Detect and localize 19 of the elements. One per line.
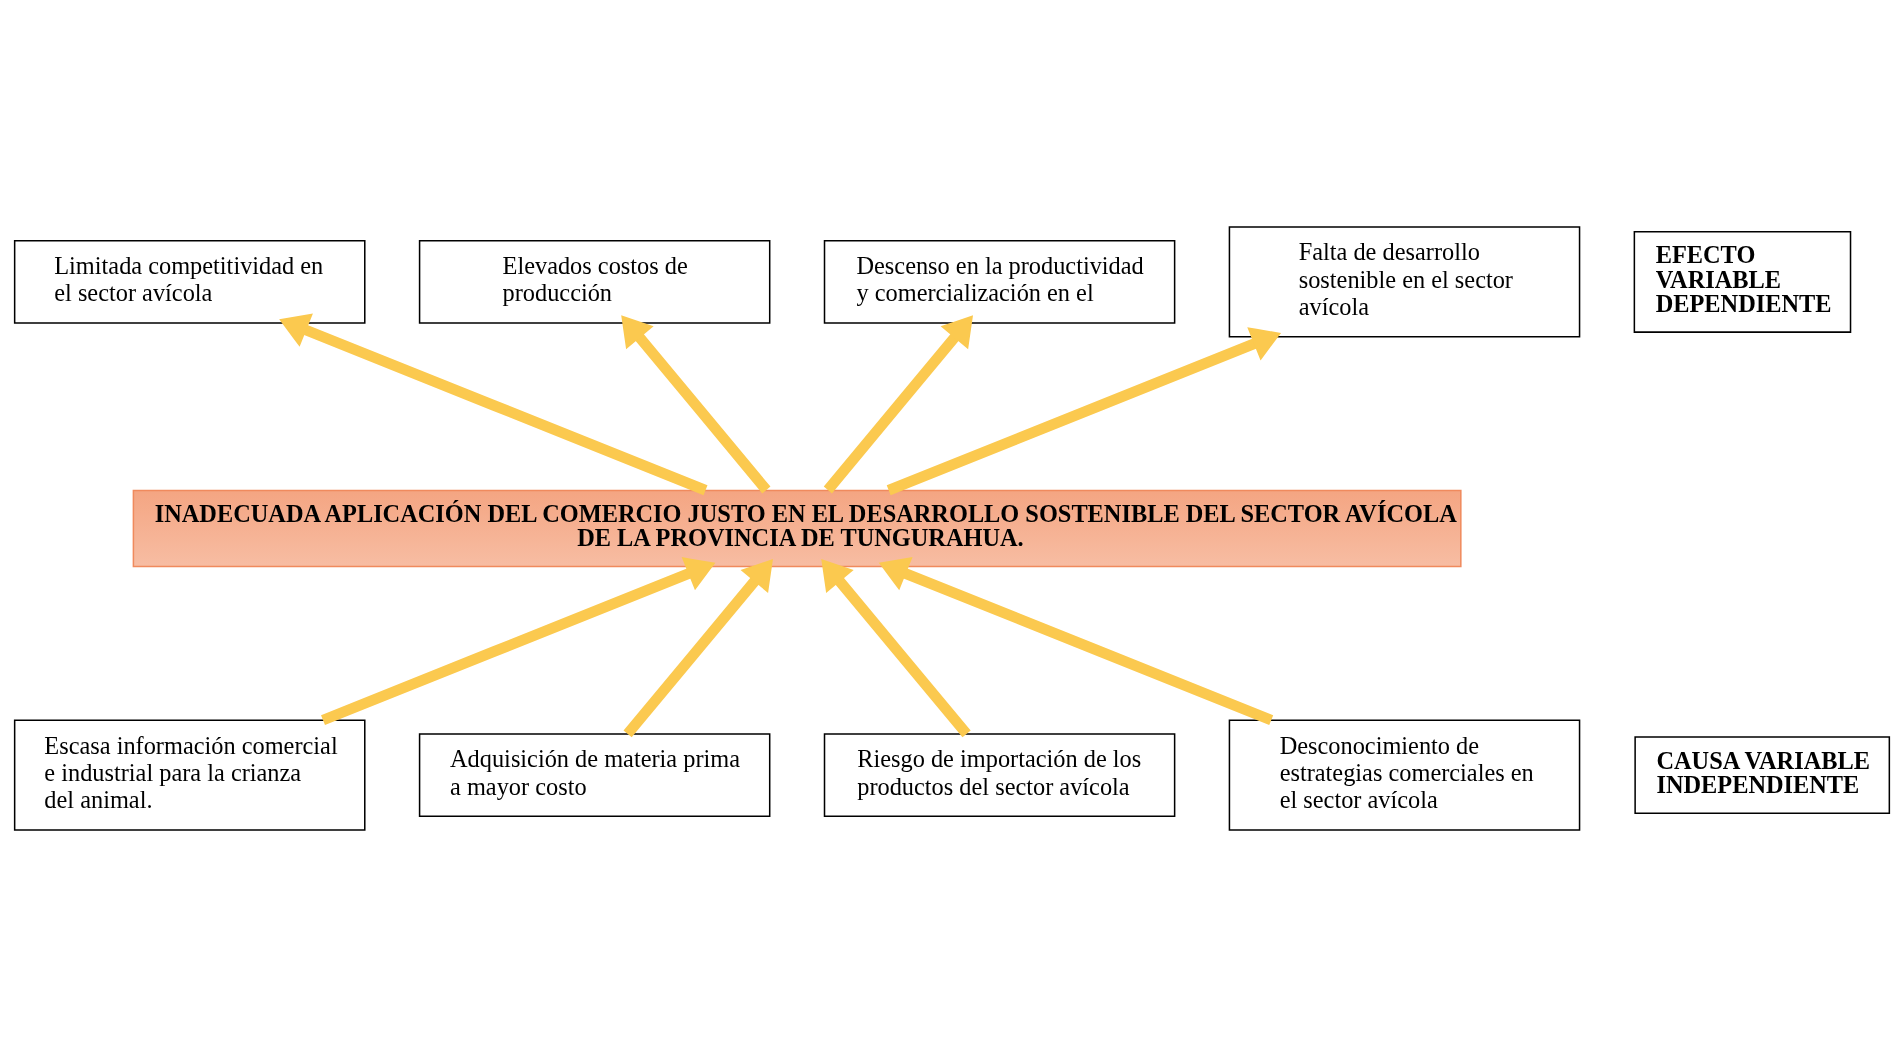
- node-box: Desconocimiento de estrategias comerciales en el sector avícola: [1228, 719, 1581, 831]
- arrow: [821, 558, 971, 737]
- arrow: [878, 556, 1274, 725]
- node-box: Riesgo de importación de los productos del sector avícola: [823, 732, 1176, 817]
- arrow: [886, 326, 1282, 495]
- node-box: INADECUADA APLICACIÓN DEL COMERCIO JUSTO EN EL DESARROLLO SOSTENIBLE DEL SECTOR AVÍCOLA DE LA PROVINCIA DE TUNGURAHUA.: [132, 489, 1462, 567]
- arrow: [279, 313, 708, 495]
- node-box: Falta de desarrollo sostenible en el sector avícola: [1228, 225, 1581, 337]
- node-box: Descenso en la productividad y comercialización en el: [823, 239, 1176, 324]
- node-box: Limitada competitividad en el sector avícola: [13, 239, 366, 324]
- node-box: EFECTO VARIABLE DEPENDIENTE: [1633, 230, 1852, 333]
- arrow: [321, 556, 716, 725]
- arrow: [623, 558, 773, 737]
- arrow: [823, 314, 974, 493]
- node-box: CAUSA VARIABLE INDEPENDIENTE: [1634, 735, 1891, 814]
- node-box: Elevados costos de producción: [418, 239, 771, 324]
- node-box: Escasa información comercial e industrial para la crianza del animal.: [13, 719, 366, 831]
- arrow: [621, 314, 771, 493]
- node-box: Adquisición de materia prima a mayor costo: [418, 732, 771, 817]
